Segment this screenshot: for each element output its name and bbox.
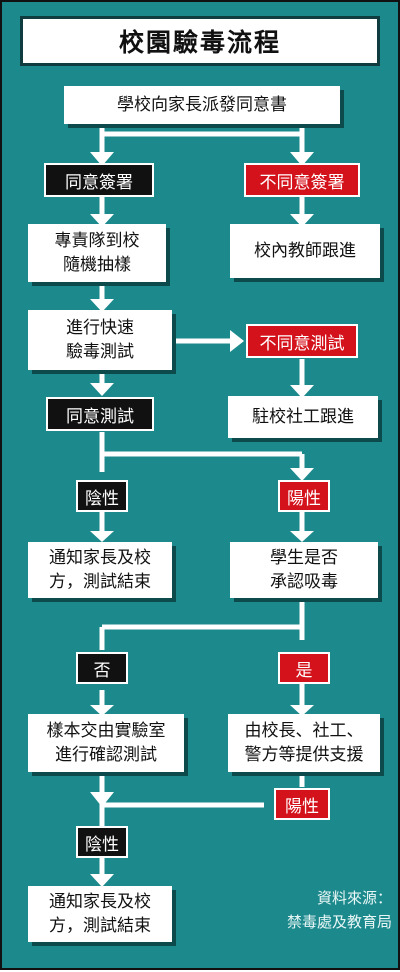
step-social-worker-text: 駐校社工跟進 <box>252 407 354 427</box>
label-no: 否 <box>76 652 128 684</box>
step-student-admit: 學生是否 承認吸毒 <box>230 542 378 598</box>
step-teacher-follow: 校內教師跟進 <box>230 224 380 278</box>
step-end-final-line2: 方，測試結束 <box>49 916 151 936</box>
step-support-line2: 警方等提供支援 <box>244 745 364 765</box>
step-end-final-line1: 通知家長及校 <box>49 892 151 912</box>
step-social-worker: 駐校社工跟進 <box>228 396 378 438</box>
step-student-admit-line1: 學生是否 <box>270 548 338 568</box>
step-quick-test-line2: 驗毒測試 <box>66 342 134 362</box>
label-yes: 是 <box>278 652 330 684</box>
step-teacher-follow-text: 校內教師跟進 <box>254 241 356 261</box>
step-end-negative-line1: 通知家長及校 <box>49 548 151 568</box>
page-title: 校園驗毒流程 <box>20 16 380 66</box>
label-disagree-sign: 不同意簽署 <box>244 163 360 197</box>
step-notify-parents: 學校向家長派發同意書 <box>64 86 340 124</box>
step-notify-parents-text: 學校向家長派發同意書 <box>117 95 287 115</box>
label-agree-sign: 同意簽署 <box>44 163 154 197</box>
step-random-sample-line2: 隨機抽樣 <box>63 255 131 275</box>
step-support: 由校長、社工、 警方等提供支援 <box>228 714 380 772</box>
step-support-line1: 由校長、社工、 <box>244 721 364 741</box>
label-disagree-test: 不同意測試 <box>246 324 358 358</box>
label-negative: 陰性 <box>76 480 128 512</box>
step-end-final: 通知家長及校 方，測試結束 <box>28 886 172 942</box>
label-negative-2: 陰性 <box>76 826 128 858</box>
step-end-negative: 通知家長及校 方，測試結束 <box>28 542 172 598</box>
step-lab-test: 樣本交由實驗室 進行確認測試 <box>28 714 184 772</box>
label-positive: 陽性 <box>278 480 330 512</box>
step-lab-test-line1: 樣本交由實驗室 <box>46 721 166 741</box>
step-random-sample: 專責隊到校 隨機抽樣 <box>28 224 166 282</box>
step-random-sample-line1: 專責隊到校 <box>54 231 140 251</box>
step-lab-test-line2: 進行確認測試 <box>55 745 157 765</box>
step-quick-test-line1: 進行快速 <box>66 318 134 338</box>
step-student-admit-line2: 承認吸毒 <box>270 572 338 592</box>
source-note-line2: 禁毒處及教育局 <box>286 913 392 931</box>
step-end-negative-line2: 方，測試結束 <box>49 572 151 592</box>
source-note: 資料來源： 禁毒處及教育局 <box>242 886 392 934</box>
source-note-line1: 資料來源： <box>316 889 392 907</box>
label-agree-test: 同意測試 <box>46 397 154 431</box>
label-positive-2: 陽性 <box>274 788 330 820</box>
step-quick-test: 進行快速 驗毒測試 <box>28 310 172 370</box>
